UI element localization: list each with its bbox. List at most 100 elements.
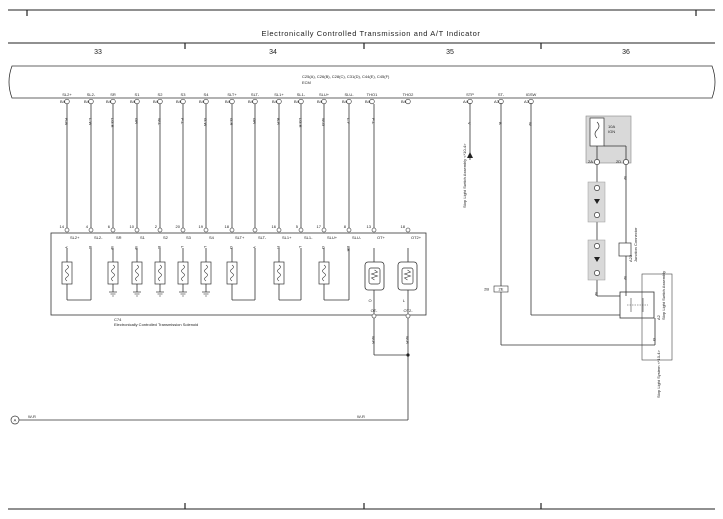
ecm-pin-terminal bbox=[346, 98, 352, 105]
section-number: 36 bbox=[622, 49, 630, 56]
ecm-pin-id: A3 bbox=[494, 99, 500, 104]
junction-name: Junction Connector bbox=[633, 227, 638, 262]
wire-color-label: W-R bbox=[405, 336, 410, 344]
ecm-pin-terminal bbox=[180, 98, 186, 105]
solenoid-wire-color: G bbox=[321, 246, 326, 249]
ecm-pin-label: IGSW bbox=[526, 92, 537, 97]
coil-winding bbox=[158, 264, 162, 282]
solenoid-block: C74 Electronically Controlled Transmissi… bbox=[50, 232, 427, 327]
coil-winding bbox=[65, 264, 69, 282]
wire-color-label: V bbox=[467, 122, 472, 125]
sensor-bottom-label: OT- bbox=[371, 308, 378, 313]
ecm-pin-terminal bbox=[64, 98, 70, 105]
solenoid-pin-terminal bbox=[405, 227, 411, 233]
connector-label: 2A bbox=[588, 159, 593, 164]
solenoid-pin-number: 2 bbox=[155, 224, 158, 229]
switch-code: A2 bbox=[656, 314, 661, 320]
solenoid-pin-label: OT2+ bbox=[411, 235, 422, 240]
temp-sensor-1 bbox=[364, 261, 385, 291]
solenoid-coil bbox=[107, 248, 119, 297]
ecm-pin-label: STP bbox=[466, 92, 474, 97]
ecm-pin-terminal bbox=[276, 98, 282, 105]
solenoid-pin-number: 6 bbox=[108, 224, 111, 229]
solenoid-pin-label: S4 bbox=[209, 235, 215, 240]
ecm-pin-id: B4 bbox=[176, 99, 182, 104]
wire-color-label: LG-R bbox=[110, 118, 115, 128]
wire-color-label: L-Y bbox=[346, 118, 351, 125]
solenoid-wire-color: Y bbox=[64, 246, 69, 249]
wire-color-label: G-W bbox=[203, 118, 208, 126]
ecm-pin-terminal bbox=[88, 98, 94, 105]
ecm-pin-label: ST- bbox=[498, 92, 505, 97]
ecm-pin-id: B4 bbox=[401, 99, 407, 104]
section-number: 34 bbox=[269, 49, 277, 56]
solenoid-pin-label: S2 bbox=[163, 235, 169, 240]
ecm-pin-label: THO2 bbox=[403, 92, 414, 97]
solenoid-pin-terminal bbox=[110, 227, 116, 233]
solenoid-name: Electronically Controlled Transmission S… bbox=[114, 322, 198, 327]
solenoid-coil bbox=[226, 248, 256, 301]
wire-color-label: P-L bbox=[371, 118, 376, 125]
solenoid-pin-number: 5 bbox=[296, 224, 299, 229]
solenoid-wire-color: G bbox=[229, 246, 234, 249]
wire-color-label: G bbox=[652, 338, 657, 341]
wire-color-label: B bbox=[498, 122, 503, 125]
solenoid-pin-terminal bbox=[180, 227, 186, 233]
coil-winding bbox=[181, 264, 185, 282]
solenoid-pin-number: 8 bbox=[344, 224, 347, 229]
section-number: 33 bbox=[94, 49, 102, 56]
wire-color-label: W-G bbox=[321, 118, 326, 126]
ecm-pin-id: B4 bbox=[225, 99, 231, 104]
ecm-pin-label: S2 bbox=[158, 92, 164, 97]
solenoid-pin-number: 16 bbox=[272, 224, 277, 229]
solenoid-wire-color: L bbox=[180, 246, 185, 249]
wire-color-label: LG-R bbox=[298, 118, 303, 128]
ecm-block: C25(A), C26(B), C28(C), C31(D), C44(E), … bbox=[8, 65, 716, 99]
solenoid-pin-terminal bbox=[229, 227, 235, 233]
solenoid-coil bbox=[131, 248, 143, 297]
ecm-pin-label: SLU+ bbox=[319, 92, 330, 97]
ecm-pin-terminal bbox=[321, 98, 327, 105]
ecm-pin-label: SLT- bbox=[251, 92, 260, 97]
ecm-pin-id: A3 bbox=[524, 99, 530, 104]
ecm-pin-label: SL2- bbox=[87, 92, 96, 97]
solenoid-pin-number: 13 bbox=[367, 224, 372, 229]
solenoid-pin-number: 4 bbox=[86, 224, 89, 229]
wire-color-label: W bbox=[594, 292, 599, 296]
wire-color-label: W-R bbox=[28, 414, 36, 419]
ecm-pin-id: B4 bbox=[294, 99, 300, 104]
connector-label: 2D bbox=[616, 159, 621, 164]
igsw-wire: W bbox=[528, 103, 620, 316]
wire-color-label: R-B bbox=[64, 118, 69, 125]
ecm-pin-label: S1 bbox=[135, 92, 141, 97]
solenoid-wire-color: W bbox=[134, 246, 139, 250]
coil-winding bbox=[135, 264, 139, 282]
switch-system-ref: Stop Light System <*10-4> bbox=[656, 350, 661, 398]
wire-color-label: G-R bbox=[229, 118, 234, 125]
ecm-pin-terminal bbox=[134, 98, 140, 105]
wire-color-label: W bbox=[528, 122, 533, 126]
solenoid-pin-terminal bbox=[64, 227, 70, 233]
solenoid-pin-terminal bbox=[346, 227, 352, 233]
sensor-bottom-label: OT2- bbox=[403, 308, 413, 313]
solenoid-pin-number: 18 bbox=[401, 224, 406, 229]
solenoid-pin-number: 17 bbox=[317, 224, 322, 229]
coil-winding bbox=[322, 264, 326, 282]
solenoid-pins: R-B14SL2+YL-W4SL2-BLG-R6SRWGR10S1WW-L2S2… bbox=[60, 104, 422, 315]
ground-ref-label: A bbox=[14, 418, 17, 423]
ecm-pin-label: SL1+ bbox=[274, 92, 284, 97]
solenoid-coil bbox=[177, 248, 189, 297]
ecm-connector-list: C25(A), C26(B), C28(C), C31(D), C44(E), … bbox=[302, 74, 390, 79]
ecm-pin-id: B4 bbox=[84, 99, 90, 104]
sensor-wire-color: L bbox=[403, 298, 406, 303]
section-number: 35 bbox=[446, 49, 454, 56]
switch-name: Stop Light Switch Assembly bbox=[661, 271, 666, 320]
solenoid-pin-terminal bbox=[134, 227, 140, 233]
solenoid-coil bbox=[61, 248, 92, 301]
coil-winding bbox=[204, 264, 208, 282]
connector-label: 2B bbox=[484, 287, 489, 292]
solenoid-wire-color: B bbox=[88, 246, 93, 249]
solenoid-coil bbox=[154, 248, 166, 297]
solenoid-pin-label: SLT- bbox=[258, 235, 267, 240]
ecm-name: ECM bbox=[302, 80, 311, 85]
